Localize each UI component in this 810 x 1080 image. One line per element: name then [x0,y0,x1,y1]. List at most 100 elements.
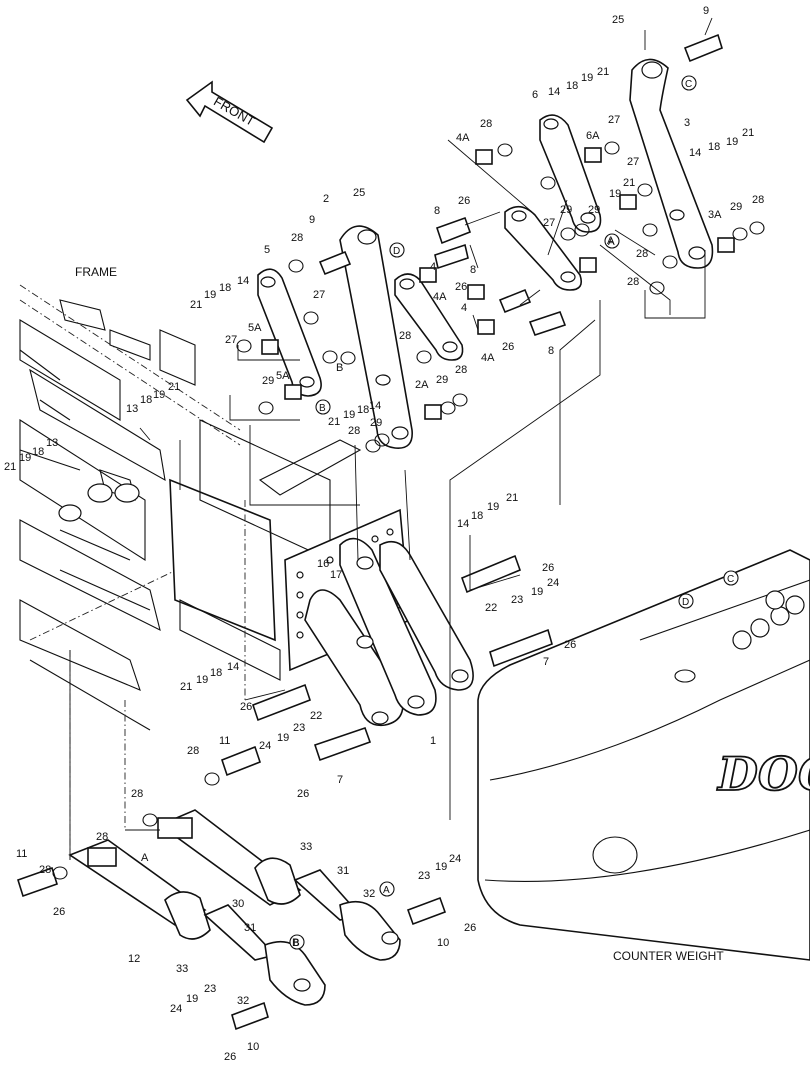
part-label: 31 [337,865,349,877]
part-label: 4 [430,261,436,273]
part-label: 14 [369,400,381,412]
part-label: 19 [531,586,543,598]
svg-text:A: A [383,885,390,896]
part-label: 8 [470,264,476,276]
part-label: 4 [461,302,467,314]
part-label: 23 [293,722,305,734]
part-label: 19 [153,389,165,401]
part-label: B [292,937,299,949]
callout-a-lower: A [379,881,395,897]
part-label: 24 [449,853,461,865]
part-label: 30 [232,898,244,910]
part-label: 29 [730,201,742,213]
part-label: 26 [564,639,576,651]
part-label: 19 [343,409,355,421]
part-label: 29 [560,204,572,216]
part-label: 28 [348,425,360,437]
part-label: 26 [455,281,467,293]
part-label: 24 [547,577,559,589]
part-label: 12 [128,953,140,965]
part-label: 26 [542,562,554,574]
callouts: A B C D C D A B [289,75,739,950]
part-label: 3 [684,117,690,129]
part-label: 28 [752,194,764,206]
part-label: 4A [456,132,470,144]
hydraulic-cylinders [68,809,401,1006]
part-label: 18 [140,394,152,406]
part-label: 8 [434,205,440,217]
part-label: 19 [196,674,208,686]
part-label: 26 [240,701,252,713]
part-label: 29 [436,374,448,386]
svg-text:D: D [682,597,689,608]
part-label: 28 [39,864,51,876]
part-label: 5A [276,370,290,382]
part-label: 21 [742,127,754,139]
part-label: 27 [543,217,555,229]
part-label: 7 [543,656,549,668]
part-label: 29 [370,417,382,429]
part-label: 17 [330,569,342,581]
part-label: 19 [726,136,738,148]
part-label: 7 [337,774,343,786]
part-label: 5A [248,322,262,334]
part-label: 19 [186,993,198,1005]
part-label: 21 [623,177,635,189]
part-label: 14 [237,275,249,287]
callout-c-upper: C [681,75,697,91]
part-label: A [141,852,149,864]
part-label: 26 [224,1051,236,1063]
part-label: 28 [480,118,492,130]
part-label: 18 [219,282,231,294]
part-label: 28 [627,276,639,288]
part-label: 14 [227,661,239,673]
link-assembly-1 [304,537,474,727]
part-label: 19 [204,289,216,301]
part-label: 6A [586,130,600,142]
part-label: 13 [126,403,138,415]
part-label: 13 [46,437,58,449]
part-label: 28 [399,330,411,342]
part-label: 28 [187,745,199,757]
part-label: 4A [433,291,447,303]
part-label: 21 [168,381,180,393]
part-label: 11 [219,735,230,747]
part-label: 27 [608,114,620,126]
callout-d-upper: D [389,242,405,258]
part-label: 19 [435,861,447,873]
part-label: 32 [237,995,249,1007]
part-label: 19 [581,72,593,84]
part-label: 23 [204,983,216,995]
part-label: 9 [309,214,315,226]
part-label: 27 [225,334,237,346]
svg-text:C: C [727,574,734,585]
svg-text:C: C [685,79,692,90]
part-label: 26 [502,341,514,353]
part-label: 19 [277,732,289,744]
logo-text: DOO [716,747,810,801]
part-label: 19 [19,452,31,464]
front-direction-arrow: FRONT [185,80,274,144]
frame-structure [19,284,362,860]
part-label: 18 [210,667,222,679]
part-label: 24 [170,1003,182,1015]
svg-text:A: A [608,237,615,248]
part-label: 10 [437,937,449,949]
callout-a-upper: A [604,233,620,249]
pins-and-bushings [17,33,765,1031]
part-label: 26 [464,922,476,934]
part-label: 18 [357,404,369,416]
part-label: 21 [180,681,192,693]
part-label: 2A [415,379,429,391]
part-label: 21 [506,492,518,504]
part-label: 18 [566,80,578,92]
part-label: 14 [548,86,560,98]
callout-c-weight: C [723,570,739,586]
part-label: 16 [317,558,329,570]
svg-text:D: D [393,246,400,257]
part-label: 26 [458,195,470,207]
part-label: 26 [53,906,65,918]
part-label: 3A [708,209,722,221]
part-label: 6 [532,89,538,101]
